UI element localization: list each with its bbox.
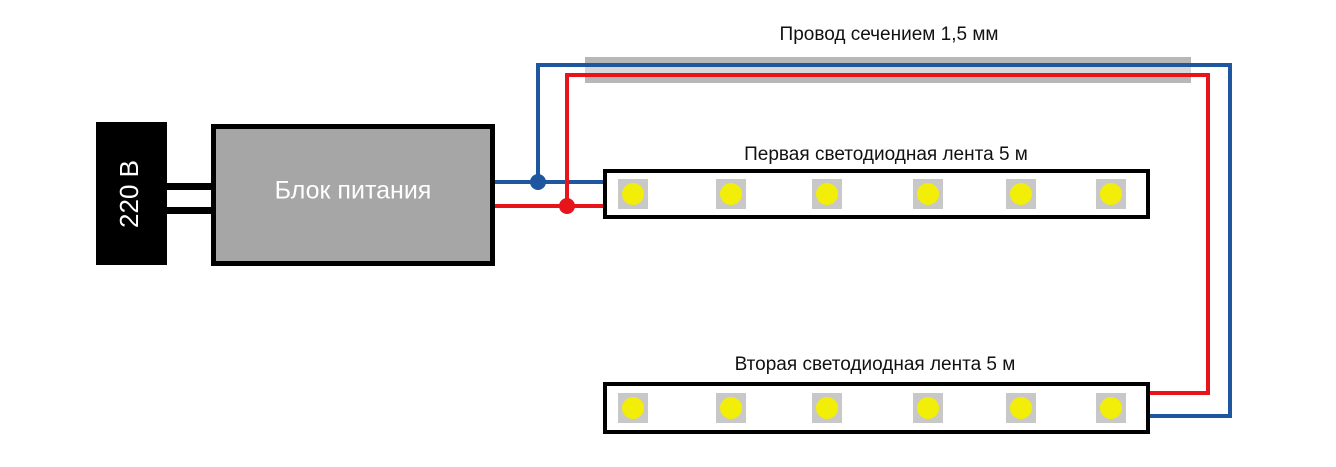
strip-2-label: Вторая светодиодная лента 5 м [735, 354, 1016, 375]
led-2 [1100, 397, 1122, 419]
led-strip-1-leds [618, 179, 1126, 209]
led-2 [816, 397, 838, 419]
led-strip-2-leds [618, 393, 1126, 423]
power-supply-label: Блок питания [275, 177, 432, 205]
junction-negative [530, 174, 546, 190]
led-strip-2 [603, 382, 1150, 434]
mains-block [96, 122, 167, 265]
led-2 [622, 397, 644, 419]
led-2 [917, 397, 939, 419]
wire-negative-branch [536, 63, 1232, 418]
cable-label: Провод сечением 1,5 мм [780, 24, 999, 45]
wire-positive-branch [565, 73, 1210, 395]
led-1 [720, 183, 742, 205]
power-supply [211, 124, 495, 266]
led-1 [622, 183, 644, 205]
mains-lead-top [167, 183, 213, 190]
mains-label: 220 В [114, 160, 144, 228]
strip-1-label: Первая светодиодная лента 5 м [744, 144, 1028, 165]
led-1 [816, 183, 838, 205]
led-strip-1 [603, 169, 1150, 219]
led-1 [1010, 183, 1032, 205]
led-1 [917, 183, 939, 205]
mains-lead-bottom [167, 207, 213, 214]
led-2 [1010, 397, 1032, 419]
led-2 [720, 397, 742, 419]
led-1 [1100, 183, 1122, 205]
junction-positive [559, 198, 575, 214]
